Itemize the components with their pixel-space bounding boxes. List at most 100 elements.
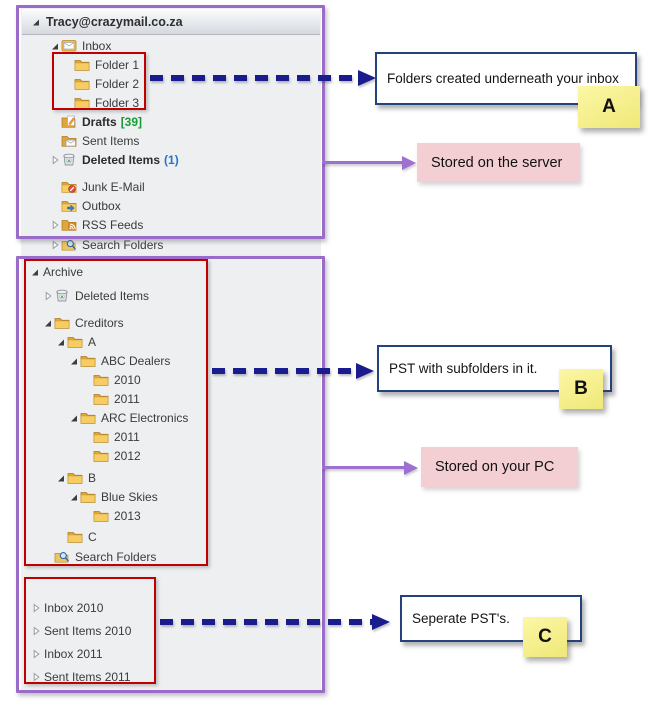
tree-item[interactable]: Sent Items 2010 — [22, 619, 314, 642]
sticky-letter-c: C — [538, 626, 552, 647]
tree-item[interactable]: Junk E-Mail — [22, 177, 314, 196]
tree-item[interactable]: Folder 2 — [22, 74, 314, 93]
account-header[interactable]: Tracy@crazymail.co.za — [22, 9, 320, 35]
folder-icon — [74, 77, 93, 90]
tree-item-label: Deleted Items — [75, 288, 150, 303]
twisty-collapsed-icon[interactable] — [29, 648, 42, 659]
twisty-expanded-icon[interactable] — [54, 337, 67, 347]
tree-item-label: 2013 — [114, 508, 141, 523]
twisty-collapsed-icon[interactable] — [48, 219, 61, 230]
dashed-arrow-a-line — [150, 75, 358, 81]
sticky-note-b: B — [559, 369, 603, 409]
folder-icon — [93, 392, 112, 405]
tree-item-label: Sent Items 2011 — [44, 669, 131, 684]
folder-icon — [80, 354, 99, 367]
tree-item[interactable]: Sent Items — [22, 131, 314, 150]
tree-item-label: Creditors — [75, 315, 124, 330]
folder-icon — [74, 58, 93, 71]
tree-item-label: 2011 — [114, 429, 140, 444]
tree-item-label: ARC Electronics — [101, 410, 189, 425]
tree-item[interactable]: Blue Skies — [22, 487, 314, 506]
sticky-letter-a: A — [602, 96, 616, 117]
tree-item[interactable]: Folder 3 — [22, 93, 314, 112]
folder-icon — [93, 449, 112, 462]
dashed-arrow-c-line — [160, 619, 372, 625]
twisty-expanded-icon[interactable] — [41, 318, 54, 328]
twisty-expanded-icon[interactable] — [48, 41, 61, 51]
purple-arrow-server-line — [322, 161, 402, 164]
unread-count: [39] — [120, 114, 143, 129]
twisty-collapsed-icon[interactable] — [48, 154, 61, 165]
tree-item[interactable]: 2011 — [22, 427, 314, 446]
unread-count: (1) — [164, 152, 179, 167]
twisty-collapsed-icon[interactable] — [29, 625, 42, 636]
twisty-expanded-icon[interactable] — [67, 356, 80, 366]
tree-item[interactable]: Inbox 2010 — [22, 596, 314, 619]
tree-item[interactable]: 2010 — [22, 370, 314, 389]
tree-item-label: Drafts — [82, 114, 117, 129]
dashed-arrow-b-head-icon — [356, 363, 374, 379]
twisty-collapsed-icon[interactable] — [29, 671, 42, 682]
twisty-expanded-icon[interactable] — [67, 413, 80, 423]
tree-item[interactable]: ABC Dealers — [22, 351, 314, 370]
tree-item[interactable]: Search Folders — [22, 235, 314, 254]
tree-item[interactable]: Drafts[39] — [22, 112, 314, 131]
tree-item-label: Outbox — [82, 198, 121, 213]
callout-text-c: Seperate PST's. — [412, 610, 510, 626]
tree-item-label: Inbox — [82, 38, 112, 53]
tree-item[interactable]: Sent Items 2011 — [22, 665, 314, 688]
twisty-expanded-icon[interactable] — [67, 492, 80, 502]
sent-icon — [61, 134, 80, 147]
twisty-collapsed-icon[interactable] — [41, 290, 54, 301]
tree-item-label: Blue Skies — [101, 489, 158, 504]
callout-text-b: PST with subfolders in it. — [389, 360, 538, 376]
tree-item[interactable]: Creditors — [22, 313, 314, 332]
tree-item[interactable]: 2012 — [22, 446, 314, 465]
twisty-expanded-icon[interactable] — [28, 267, 41, 277]
twisty-expanded-icon[interactable] — [54, 473, 67, 483]
tree-item[interactable]: 2011 — [22, 389, 314, 408]
twisty-collapsed-icon[interactable] — [48, 239, 61, 250]
tree-item[interactable]: 2013 — [22, 506, 314, 525]
tree-item[interactable]: RSS Feeds — [22, 215, 314, 234]
tree-item[interactable]: Deleted Items(1) — [22, 150, 314, 169]
tree-item-label: Junk E-Mail — [82, 179, 145, 194]
tree-item[interactable]: Outbox — [22, 196, 314, 215]
sticky-letter-b: B — [574, 378, 588, 399]
tree-item-label: B — [88, 470, 97, 485]
tree-item-label: RSS Feeds — [82, 217, 144, 232]
tree-item-label: 2011 — [114, 391, 140, 406]
tree-item[interactable]: Inbox 2011 — [22, 642, 314, 665]
tree-item-label: ABC Dealers — [101, 353, 171, 368]
inbox-icon — [61, 39, 80, 52]
stored-pc-text: Stored on your PC — [435, 459, 555, 475]
tree-item[interactable]: Search Folders — [22, 547, 314, 566]
tree-item[interactable]: Archive — [22, 262, 314, 281]
folder-icon — [80, 411, 99, 424]
outbox-icon — [61, 199, 80, 212]
folder-icon — [67, 471, 86, 484]
tree-item-label: 2010 — [114, 372, 141, 387]
tree-item-label: A — [88, 334, 97, 349]
folder-icon — [93, 373, 112, 386]
tree-item[interactable]: ARC Electronics — [22, 408, 314, 427]
tree-item-label: 2012 — [114, 448, 141, 463]
folder-icon — [67, 530, 86, 543]
tree-item[interactable]: A — [22, 332, 314, 351]
tree-item-label: Inbox 2011 — [44, 646, 103, 661]
deleted-icon — [54, 289, 73, 302]
tree-item[interactable]: Deleted Items — [22, 286, 314, 305]
tree-item[interactable]: Inbox — [22, 36, 314, 55]
tree-item[interactable]: Folder 1 — [22, 55, 314, 74]
search-icon — [61, 238, 80, 251]
tree-item-label: Deleted Items — [82, 152, 161, 167]
folder-icon — [67, 335, 86, 348]
sticky-note-c: C — [523, 617, 567, 657]
tree-item[interactable]: C — [22, 527, 314, 546]
callout-text-a: Folders created underneath your inbox — [387, 70, 619, 86]
tree-item-label: Inbox 2010 — [44, 600, 104, 615]
tree-item[interactable]: B — [22, 468, 314, 487]
twisty-collapsed-icon[interactable] — [29, 602, 42, 613]
chevron-expanded-icon[interactable] — [29, 17, 42, 27]
